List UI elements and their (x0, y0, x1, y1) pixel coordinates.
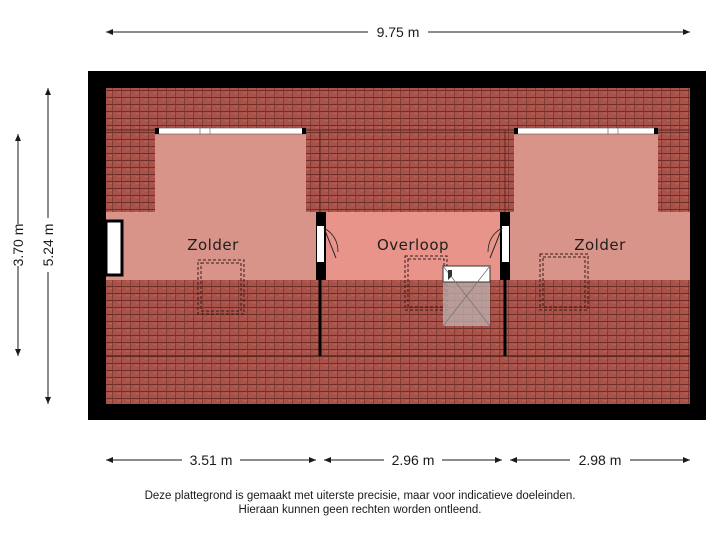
roof-middle-upper (306, 130, 514, 212)
room-label-zolder-left: Zolder (187, 236, 239, 254)
partition-left-door-gap (317, 226, 324, 262)
disclaimer: Deze plattegrond is gemaakt met uiterste… (0, 489, 720, 517)
roof-top-band (106, 88, 690, 130)
dim-inner-height: 3.70 m (10, 224, 26, 267)
window-left-wall (104, 219, 124, 277)
disclaimer-line-2: Hieraan kunnen geen rechten worden ontle… (238, 504, 482, 516)
room-zolder-left-floor (106, 130, 318, 280)
door-left (323, 227, 339, 259)
partition-right-door-gap (502, 226, 509, 262)
dim-segment-right: 2.98 m (579, 452, 622, 468)
dim-total-width: 9.75 m (377, 24, 420, 40)
roof-bottom-ridge (106, 356, 690, 404)
roof-right-side (658, 130, 690, 212)
roof-window-right (539, 253, 589, 311)
dim-segment-left: 3.51 m (190, 452, 233, 468)
dim-segment-middle: 2.96 m (392, 452, 435, 468)
roof-left-side (106, 130, 155, 212)
disclaimer-line-1: Deze plattegrond is gemaakt met uiterste… (144, 490, 576, 502)
room-label-overloop: Overloop (377, 236, 449, 254)
skylight-right (513, 127, 659, 135)
door-right (487, 227, 503, 259)
room-zolder-right-floor (510, 130, 690, 280)
stairs (442, 265, 491, 327)
room-label-zolder-right: Zolder (574, 236, 626, 254)
dim-outer-height: 5.24 m (40, 224, 56, 267)
skylight-left (154, 127, 307, 135)
roof-window-left (197, 259, 245, 315)
